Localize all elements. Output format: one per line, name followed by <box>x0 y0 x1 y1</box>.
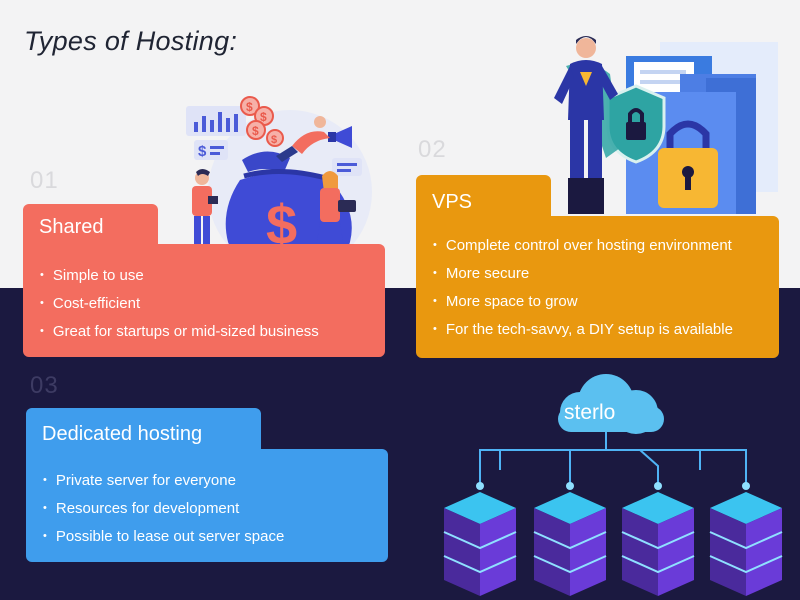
server-stack-icon <box>533 492 607 596</box>
list-item: Private server for everyone <box>43 467 284 495</box>
dollar-coin-icon: $ $ $ $ <box>240 96 284 147</box>
list-item: Possible to lease out server space <box>43 523 284 551</box>
list-item: Simple to use <box>40 262 319 290</box>
card-tab-dedicated: Dedicated hosting <box>26 408 261 458</box>
svg-text:$: $ <box>252 124 259 138</box>
card-number-shared: 01 <box>30 167 59 194</box>
svg-text:$: $ <box>260 110 267 124</box>
server-stack-icon <box>621 492 695 596</box>
padlock-icon <box>658 120 718 208</box>
svg-text:$: $ <box>271 134 277 146</box>
list-item: Great for startups or mid-sized business <box>40 318 319 346</box>
svg-text:$: $ <box>198 143 207 160</box>
cloud-icon: sterlo <box>558 374 664 434</box>
vps-illustration <box>554 36 778 214</box>
dedicated-illustration: sterlo <box>443 374 783 596</box>
list-item: Cost-efficient <box>40 290 319 318</box>
list-item: Resources for development <box>43 495 284 523</box>
superhero-icon <box>554 36 620 214</box>
card-tab-vps: VPS <box>416 175 551 225</box>
server-stack-icon <box>443 492 517 596</box>
card-bullets-shared: Simple to use Cost-efficient Great for s… <box>40 262 319 346</box>
person-icon <box>276 116 330 162</box>
card-bullets-vps: Complete control over hosting environmen… <box>433 232 733 344</box>
list-item: For the tech-savvy, a DIY setup is avail… <box>433 316 733 344</box>
card-number-dedicated: 03 <box>30 372 59 399</box>
card-tab-shared: Shared <box>23 204 158 254</box>
server-stack-icon <box>709 492 783 596</box>
svg-text:$: $ <box>246 100 253 114</box>
list-item: Complete control over hosting environmen… <box>433 232 733 260</box>
list-item: More space to grow <box>433 288 733 316</box>
card-bullets-dedicated: Private server for everyone Resources fo… <box>43 467 284 551</box>
card-number-vps: 02 <box>418 136 447 163</box>
page-title: Types of Hosting: <box>24 26 238 56</box>
megaphone-icon <box>328 126 352 148</box>
bar-chart-icon <box>186 106 246 136</box>
list-item: More secure <box>433 260 733 288</box>
cloud-brand: sterlo <box>564 401 615 424</box>
